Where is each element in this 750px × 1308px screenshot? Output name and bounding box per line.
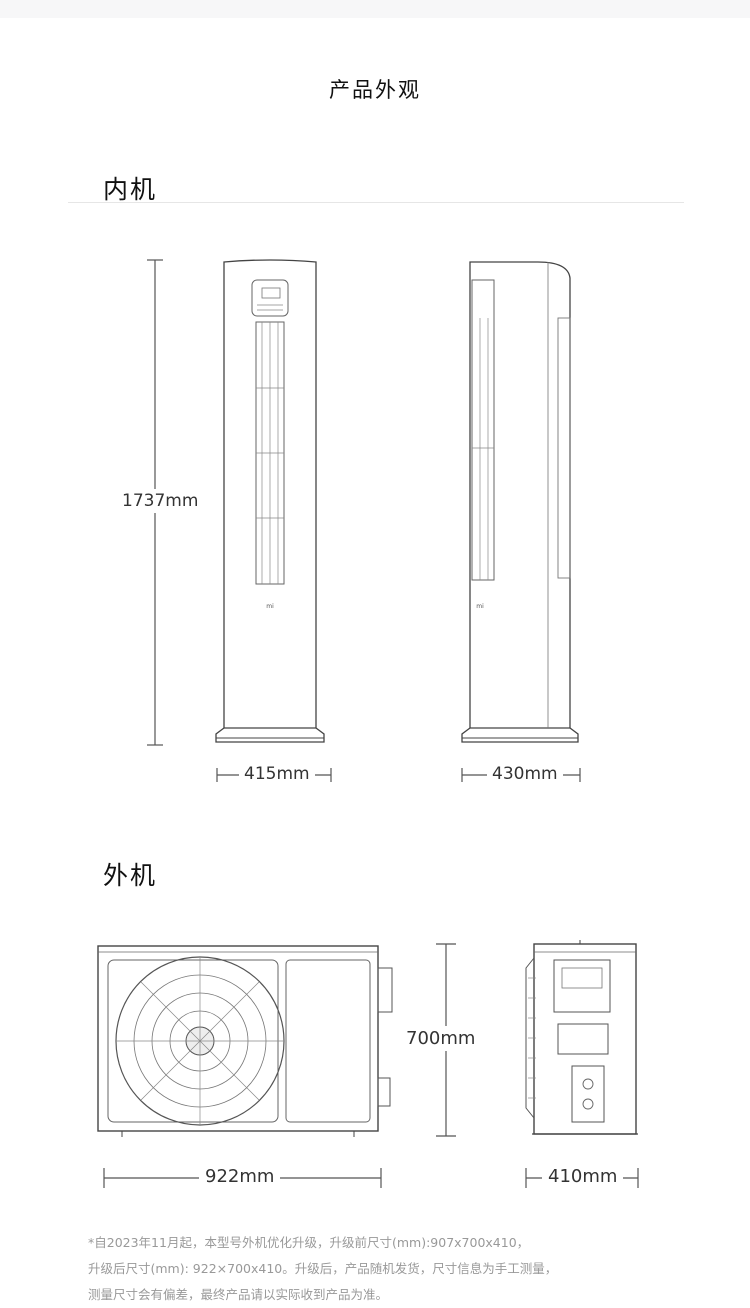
indoor-side-view: mi <box>461 261 579 743</box>
outdoor-depth-label: 410mm <box>542 1166 624 1187</box>
indoor-side-depth-label: 430mm <box>487 764 563 784</box>
indoor-front-width-label: 415mm <box>239 764 315 784</box>
indoor-front-view: mi <box>215 259 325 743</box>
svg-text:mi: mi <box>266 603 274 610</box>
section-divider <box>68 202 684 203</box>
outdoor-width-label: 922mm <box>199 1166 281 1187</box>
footnote: *自2023年11月起，本型号外机优化升级，升级前尺寸(mm):907x700x… <box>88 1230 688 1308</box>
page-title: 产品外观 <box>329 78 421 102</box>
outdoor-section-title: 外机 <box>103 861 158 890</box>
indoor-height-label: 1737mm <box>122 489 199 513</box>
outdoor-front-view <box>97 945 393 1137</box>
svg-text:mi: mi <box>476 603 484 610</box>
footnote-line-2: 升级后尺寸(mm): 922×700x410。升级后，产品随机发货，尺寸信息为手… <box>88 1261 558 1276</box>
indoor-section-title: 内机 <box>103 175 158 204</box>
footnote-line-3: 测量尺寸会有偏差，最终产品请以实际收到产品为准。 <box>88 1287 389 1302</box>
top-strip <box>0 0 750 18</box>
outdoor-side-view <box>525 940 638 1135</box>
outdoor-height-label: 700mm <box>406 1026 476 1051</box>
footnote-line-1: *自2023年11月起，本型号外机优化升级，升级前尺寸(mm):907x700x… <box>88 1235 530 1250</box>
